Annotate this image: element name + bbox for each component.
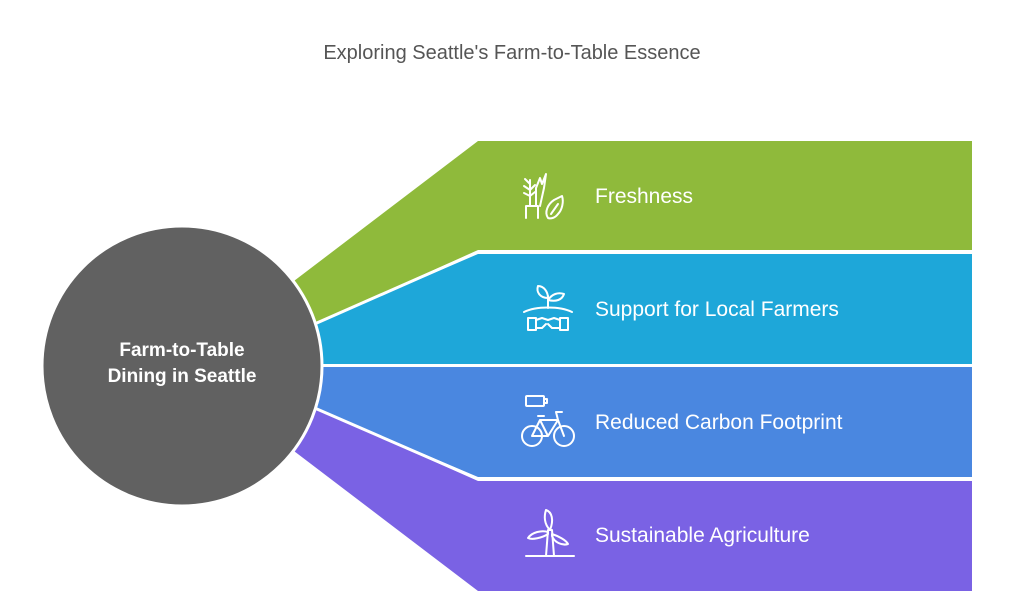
wind-turbine-icon [525,509,575,557]
band-sustainable-agriculture [290,406,972,591]
band-support-local-farmers [310,254,972,364]
center-circle [40,224,324,508]
electric-bike-icon [521,395,575,447]
diagram-title: Exploring Seattle's Farm-to-Table Essenc… [323,42,701,64]
band-label-reduced-carbon-footprint: Reduced Carbon Footprint [595,411,843,434]
band-label-freshness: Freshness [595,185,694,208]
handshake-sprout-icon [523,285,573,331]
center-label-line2: Dining in Seattle [107,366,257,387]
band-reduced-carbon-footprint [310,367,972,477]
center-label-line1: Farm-to-Table [119,340,245,361]
band-label-support-local-farmers: Support for Local Farmers [595,298,839,321]
plants-leaf-icon [523,173,564,220]
center-label: Farm-to-Table Dining in Seattle [62,338,302,390]
band-freshness [290,141,972,326]
band-label-sustainable-agriculture: Sustainable Agriculture [595,524,810,547]
